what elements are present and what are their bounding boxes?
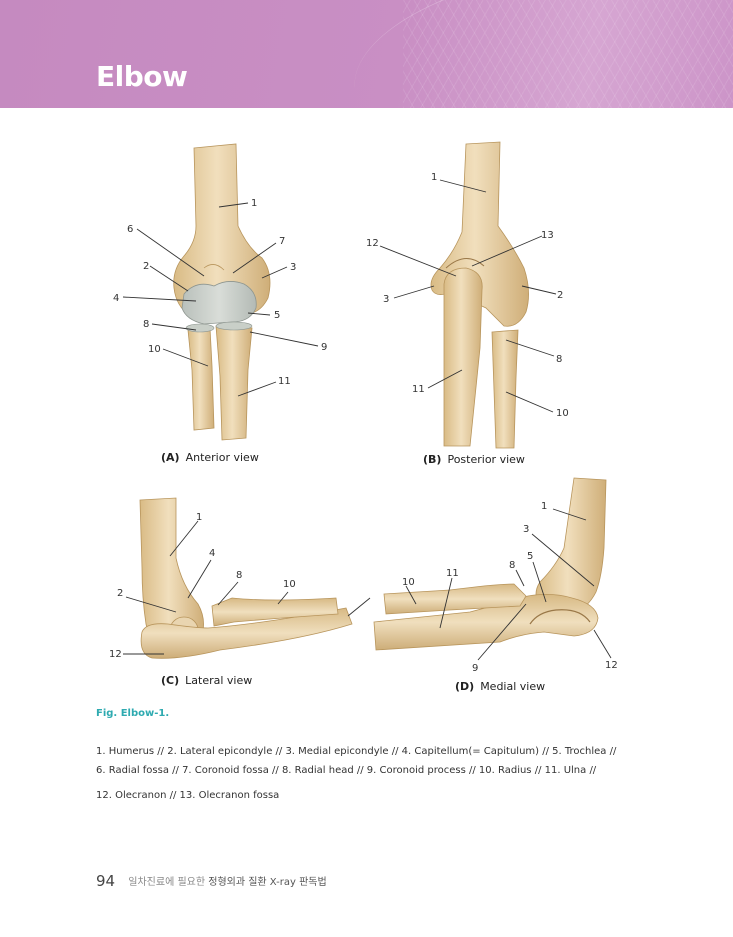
page-title: Elbow <box>96 60 188 93</box>
caption-medial: (D)Medial view <box>455 680 545 693</box>
caption-posterior: (B)Posterior view <box>423 453 525 466</box>
page-number: 94 <box>96 872 116 890</box>
elbow-figures: 1 6 7 2 3 4 5 8 9 10 11 (A)Anterior view <box>109 141 618 693</box>
label-b-3: 3 <box>383 294 389 305</box>
capitellum-trochlea-anterior <box>181 281 257 325</box>
label-a-11: 11 <box>278 376 291 387</box>
label-d-11: 11 <box>446 568 459 579</box>
label-b-8: 8 <box>556 354 562 365</box>
label-d-5: 5 <box>527 551 533 562</box>
label-a-2: 2 <box>143 261 149 272</box>
page-footer: 94 일차진료에 필요한 정형외과 질환 X-ray 판독법 <box>96 872 327 890</box>
label-c-2: 2 <box>117 588 123 599</box>
label-d-9: 9 <box>472 663 478 674</box>
label-a-1: 1 <box>251 198 257 209</box>
labels-anterior: 1 6 7 2 3 4 5 8 9 10 11 <box>113 198 327 387</box>
page-header: Elbow <box>0 0 733 108</box>
label-c-10: 10 <box>283 579 296 590</box>
labels-lateral: 1 4 8 10 2 12 <box>109 512 296 660</box>
legend-line-2: 6. Radial fossa // 7. Coronoid fossa // … <box>96 765 597 776</box>
label-c-1: 1 <box>196 512 202 523</box>
leader-lines-medial <box>405 508 612 661</box>
legend-line-3: 12. Olecranon // 13. Olecranon fossa <box>96 790 280 801</box>
label-a-4: 4 <box>113 293 119 304</box>
radius-ulna-anterior <box>185 321 253 441</box>
header-wave-decoration <box>342 0 733 108</box>
leader-lines-anterior <box>122 202 319 397</box>
label-c-12: 12 <box>109 649 122 660</box>
panel-medial: 1 3 5 8 11 10 9 12 (D)Medial view <box>373 477 618 693</box>
caption-lateral: (C)Lateral view <box>161 674 252 687</box>
label-a-3: 3 <box>290 262 296 273</box>
label-c-8: 8 <box>236 570 242 581</box>
caption-anterior: (A)Anterior view <box>161 451 259 464</box>
book-title-bold: 정형외과 질환 X-ray 판독법 <box>208 877 327 888</box>
radius-lateral <box>211 597 339 627</box>
legend-line-1: 1. Humerus // 2. Lateral epicondyle // 3… <box>96 746 617 757</box>
label-c-4: 4 <box>209 548 215 559</box>
labels-posterior: 1 12 13 3 2 8 11 10 <box>366 172 569 419</box>
radius-medial <box>383 583 527 615</box>
figure-label: Fig. Elbow-1. <box>96 708 170 719</box>
label-d-10: 10 <box>402 577 415 588</box>
label-b-2: 2 <box>557 290 563 301</box>
label-a-7: 7 <box>279 236 285 247</box>
label-a-8: 8 <box>143 319 149 330</box>
book-title-light: 일차진료에 필요한 <box>128 877 206 888</box>
label-b-12: 12 <box>366 238 379 249</box>
radius-posterior <box>491 329 519 449</box>
label-d-1: 1 <box>541 501 547 512</box>
label-b-11: 11 <box>412 384 425 395</box>
panel-lateral: 1 4 8 10 2 12 (C)Lateral view <box>109 497 371 687</box>
label-b-10: 10 <box>556 408 569 419</box>
label-a-5: 5 <box>274 310 280 321</box>
label-a-9: 9 <box>321 342 327 353</box>
ulna-posterior <box>443 267 483 447</box>
panel-anterior: 1 6 7 2 3 4 5 8 9 10 11 (A)Anterior view <box>113 143 327 464</box>
label-d-3: 3 <box>523 524 529 535</box>
ulna-lateral <box>140 607 353 659</box>
leader-lines-lateral <box>123 520 371 655</box>
label-a-10: 10 <box>148 344 161 355</box>
label-d-8: 8 <box>509 560 515 571</box>
leader-lines-posterior <box>379 179 557 413</box>
label-d-12: 12 <box>605 660 618 671</box>
label-b-13: 13 <box>541 230 554 241</box>
labels-medial: 1 3 5 8 11 10 9 12 <box>402 501 618 674</box>
figure-legend: 1. Humerus // 2. Lateral epicondyle // 3… <box>96 742 696 805</box>
panel-posterior: 1 12 13 3 2 8 11 10 (B)Posterior view <box>366 141 569 466</box>
label-a-6: 6 <box>127 224 133 235</box>
header-mesh-pattern <box>403 0 733 108</box>
label-b-1: 1 <box>431 172 437 183</box>
